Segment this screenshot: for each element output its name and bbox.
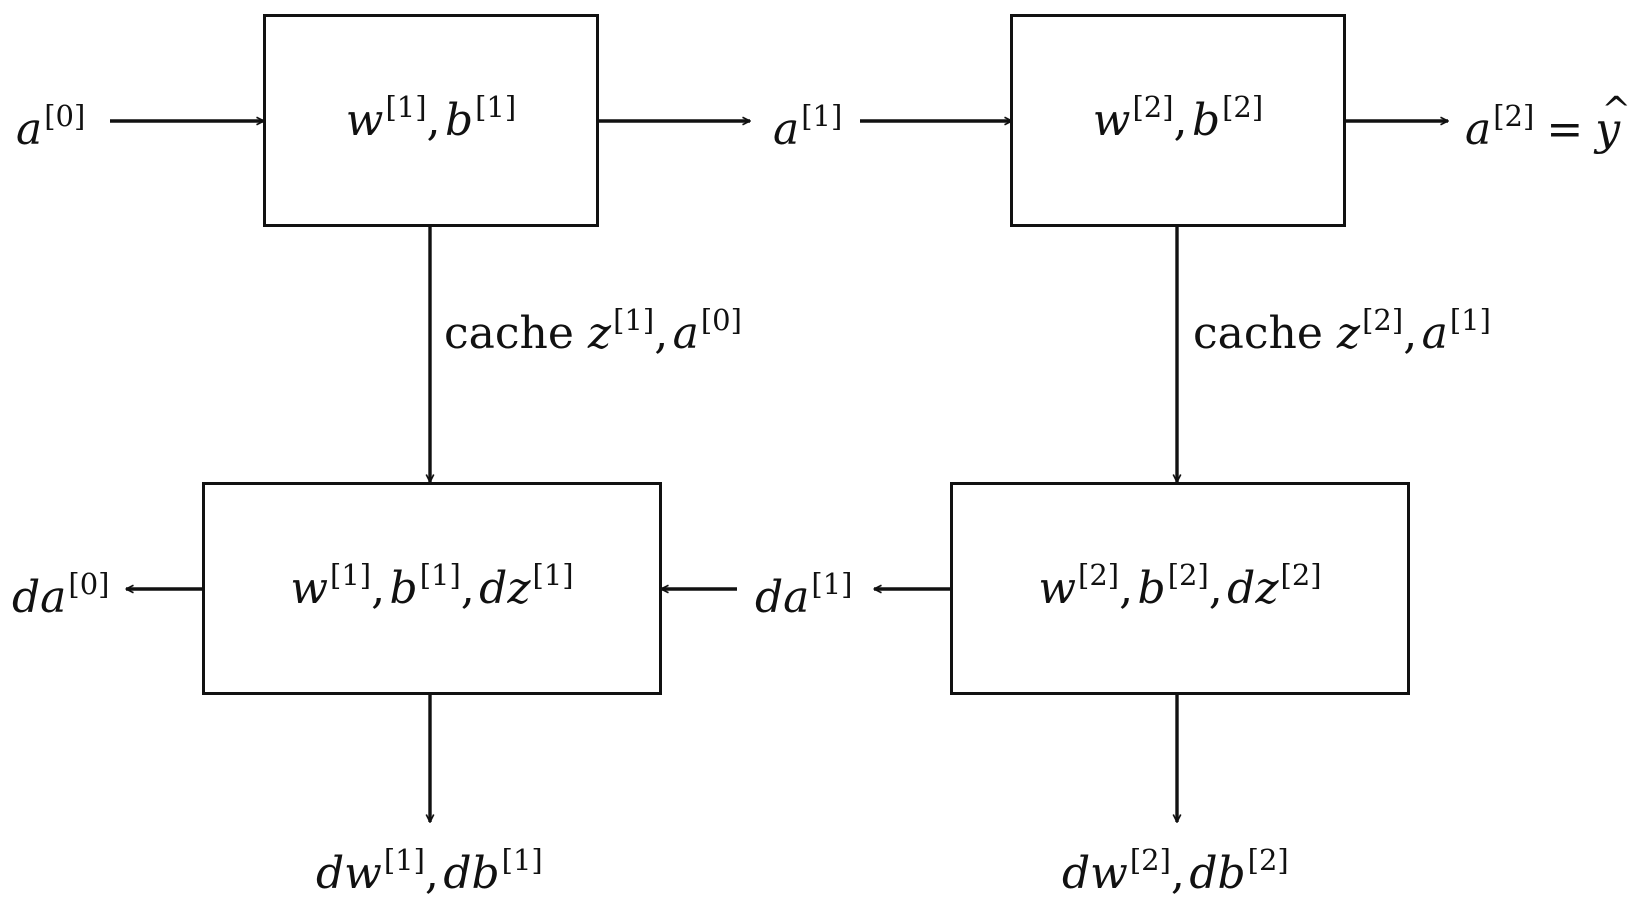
backward-out-label: da[0]: [12, 570, 110, 620]
a0-sup: [0]: [44, 99, 86, 134]
bw1-sup: [1]: [330, 558, 372, 593]
separator: ,: [424, 848, 439, 899]
separator: ,: [371, 563, 386, 614]
bw2-sup: [2]: [1078, 558, 1120, 593]
a2-base: a: [1465, 104, 1492, 155]
bw2-base: w: [1038, 563, 1077, 614]
dw2-sup: [2]: [1129, 843, 1171, 878]
forward-layer2-label: w[2], b[2]: [1092, 93, 1263, 146]
separator: ,: [1119, 563, 1134, 614]
b1-sup: [1]: [475, 90, 517, 125]
cache1-word: cache: [444, 308, 574, 359]
separator: ,: [1403, 308, 1418, 359]
cache2-z-base: z: [1336, 308, 1361, 359]
cache1-a-base: a: [672, 308, 699, 359]
cache2-a-sup: [1]: [1449, 303, 1491, 338]
bb1-base: b: [389, 563, 418, 614]
da0-sup: [0]: [68, 567, 110, 602]
w2-sup: [2]: [1132, 90, 1174, 125]
dz1-base: dz: [479, 563, 531, 614]
dw1-sup: [1]: [383, 843, 425, 878]
forward-layer1-label: w[1], b[1]: [345, 93, 516, 146]
separator: ,: [426, 95, 441, 146]
forward-layer2-box: w[2], b[2]: [1010, 14, 1346, 227]
cache1-a-sup: [0]: [700, 303, 742, 338]
a0-base: a: [16, 104, 43, 155]
cache2-z-sup: [2]: [1362, 303, 1404, 338]
dz2-sup: [2]: [1280, 558, 1322, 593]
separator: ,: [1208, 563, 1223, 614]
separator: ,: [654, 308, 669, 359]
backward-layer2-box: w[2], b[2], dz[2]: [950, 482, 1410, 695]
forward-output-label: a[2] =y: [1465, 93, 1631, 152]
bb2-base: b: [1137, 563, 1166, 614]
a2-sup: [2]: [1493, 99, 1535, 134]
da0-base: da: [12, 572, 67, 623]
cache2-word: cache: [1193, 308, 1323, 359]
w1-sup: [1]: [385, 90, 427, 125]
backward-layer2-label: w[2], b[2], dz[2]: [1038, 561, 1321, 614]
db2-sup: [2]: [1247, 843, 1289, 878]
db1-sup: [1]: [501, 843, 543, 878]
backward-layer1-box: w[1], b[1], dz[1]: [202, 482, 662, 695]
y-hat: y: [1595, 93, 1631, 152]
bw1-base: w: [290, 563, 329, 614]
grads2-label: dw[2], db[2]: [1062, 846, 1289, 896]
a1-sup: [1]: [801, 99, 843, 134]
dz2-base: dz: [1227, 563, 1279, 614]
w1-base: w: [345, 95, 384, 146]
cache1-z-sup: [1]: [613, 303, 655, 338]
b2-base: b: [1191, 95, 1221, 146]
bb1-sup: [1]: [419, 558, 461, 593]
db2-base: db: [1189, 848, 1246, 899]
separator: ,: [1170, 848, 1185, 899]
da1-base: da: [755, 572, 810, 623]
da1-sup: [1]: [811, 567, 853, 602]
equals-sign: =: [1546, 104, 1584, 155]
forward-layer1-box: w[1], b[1]: [263, 14, 599, 227]
grads1-label: dw[1], db[1]: [316, 846, 543, 896]
backward-layer1-label: w[1], b[1], dz[1]: [290, 561, 573, 614]
b1-base: b: [444, 95, 474, 146]
separator: ,: [1173, 95, 1188, 146]
dw2-base: dw: [1062, 848, 1128, 899]
dz1-sup: [1]: [532, 558, 574, 593]
forward-mid-label: a[1]: [773, 102, 842, 152]
db1-base: db: [443, 848, 500, 899]
a1-base: a: [773, 104, 800, 155]
b2-sup: [2]: [1222, 90, 1264, 125]
backward-mid-label: da[1]: [755, 570, 853, 620]
dw1-base: dw: [316, 848, 382, 899]
w2-base: w: [1092, 95, 1131, 146]
cache1-z-base: z: [587, 308, 612, 359]
bb2-sup: [2]: [1167, 558, 1209, 593]
forward-input-label: a[0]: [16, 102, 85, 152]
separator: ,: [460, 563, 475, 614]
cache2-a-base: a: [1421, 308, 1448, 359]
